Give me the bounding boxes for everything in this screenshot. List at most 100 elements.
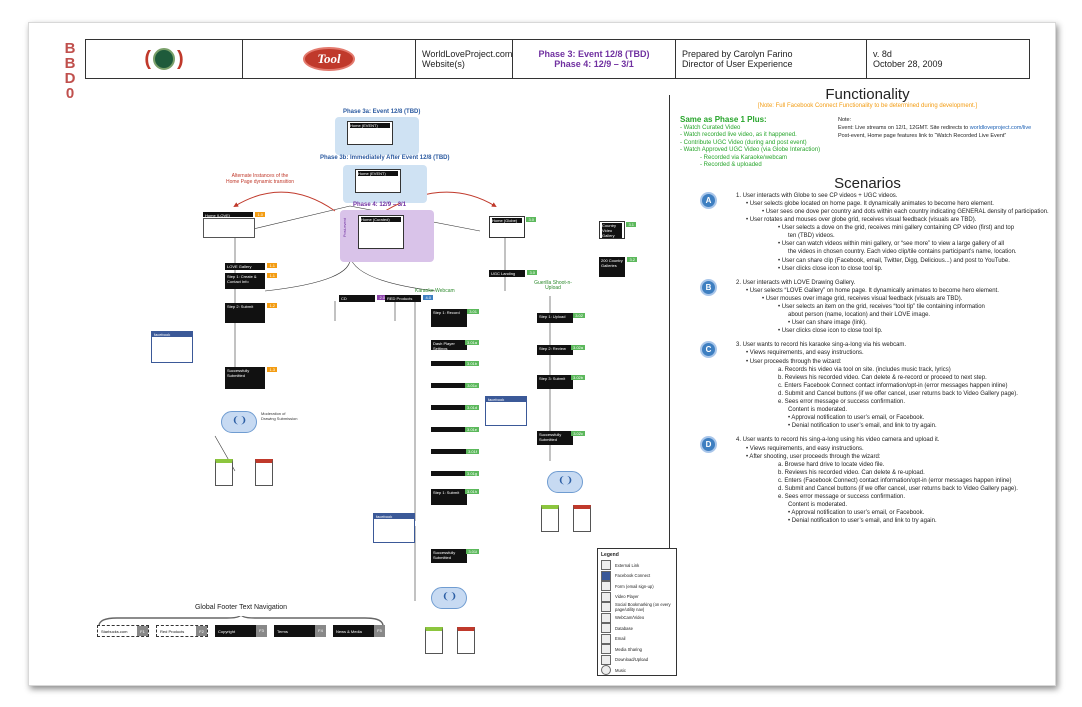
note-text: Event: Live streams on 12/1, 12GMT. Site…: [838, 125, 970, 132]
denied-card-icon: [255, 459, 273, 486]
node-title: Home (Globe): [492, 218, 522, 223]
version-cell: v. 8d October 28, 2009: [867, 40, 1029, 78]
dash-step-node[interactable]: 3.01g: [431, 471, 479, 476]
phase3-title: Phase 3: Event 12/8 (TBD): [538, 49, 650, 59]
home-event-node[interactable]: Home (EVENT): [347, 121, 393, 145]
event-note: Note: Event: Live streams on 12/1, 12GMT…: [838, 116, 1055, 170]
scenario-badge-icon: A: [700, 191, 717, 209]
scenario-line: • User rotates and mouses over globe gri…: [746, 217, 977, 224]
node-title: Home (Curated): [361, 217, 401, 222]
home-event-post-node[interactable]: Home (EVENT): [355, 169, 401, 193]
dash-step-node[interactable]: 3.01b: [431, 361, 479, 366]
legend-title: Legend: [601, 552, 619, 558]
scenario-line: d. Submit and Cancel buttons (if we offe…: [778, 485, 1018, 492]
approved-card-icon: [425, 627, 443, 654]
rd-paren-icon: ): [177, 47, 184, 70]
node-title: 200 Country Galleries: [601, 258, 623, 268]
home-globe-node[interactable]: Home (Globe)3.0: [489, 216, 536, 238]
side-code-letter: 0: [65, 85, 75, 102]
note-label: Note:: [838, 117, 852, 124]
function-sub-item: - Recorded & uploaded: [700, 162, 762, 169]
legend-item: Media Sharing: [601, 644, 673, 655]
facebook-label: facebook: [374, 514, 414, 519]
scenario-line: • User proceeds through the wizard:: [746, 358, 842, 365]
legend-label: Download/Upload: [615, 657, 649, 663]
dash-step-node[interactable]: 3.01d: [431, 405, 479, 410]
dash-step-node[interactable]: 3.01f: [431, 449, 479, 454]
approved-card-icon: [541, 505, 559, 532]
phase3a-box: Home (EVENT): [335, 117, 419, 155]
footer-link-label: Red Products: [160, 628, 185, 634]
scenario-line: • User clicks close icon to close tool t…: [778, 265, 883, 272]
scenario-line: Content is moderated.: [788, 407, 848, 414]
side-code-letter: B: [64, 55, 76, 72]
phase3b-label: Phase 3b: Immediately After Event 12/8 (…: [320, 155, 450, 161]
footer-nav-title: Global Footer Text Navigation: [194, 604, 288, 611]
dash-step-node[interactable]: 3.01e: [431, 427, 479, 432]
node-title: Home (EVENT): [358, 171, 398, 176]
footer-brace: [98, 616, 384, 627]
alt-instances-label: Alternate Instances of the Home Page dyn…: [225, 173, 295, 185]
dash-step-node[interactable]: 3.01c: [431, 383, 479, 388]
sitemap-diagram: Phase 3a: Event 12/8 (TBD) Home (EVENT) …: [85, 81, 677, 701]
media-sharing-icon: [601, 644, 611, 655]
version: v. 8d: [873, 49, 892, 59]
node-title: Step 2: Review: [539, 346, 566, 351]
home-love-node[interactable]: Home (LOVE)1.0: [203, 212, 265, 218]
scenario-line: c. Enters Facebook Connect contact infor…: [778, 382, 1008, 389]
functionality-column: Functionality [Note: Full Facebook Conne…: [680, 87, 1055, 531]
scenario-line: • Denial notification to user’s email, a…: [788, 423, 937, 430]
scenario-line: • User sees one dove per country and dot…: [762, 208, 1049, 215]
live-link[interactable]: worldloveproject.com/live: [969, 125, 1032, 132]
scenario-line: ten (TBD) videos.: [788, 233, 835, 240]
phase4-box: Post-event Home (Curated): [340, 210, 434, 262]
home-curated-node[interactable]: Home (Curated): [358, 215, 404, 249]
legend-label: Form (email sign-up): [615, 583, 654, 589]
side-code: B B D 0: [63, 41, 77, 101]
legend-item: Database: [601, 623, 673, 634]
legend-label: Facebook Connect: [615, 573, 651, 579]
scenario-line: • Views requirements, and easy instructi…: [746, 350, 864, 357]
footer-link-label: Starbucks.com: [101, 628, 128, 634]
legend-item: Email: [601, 633, 673, 645]
scenario-line: • User selects an item on the grid, rece…: [778, 304, 985, 310]
scenario-line: e. Sees error message or success confirm…: [778, 494, 906, 501]
node-title: Step 1: Upload: [539, 314, 566, 319]
scenario-line: e. Sees error message or success confirm…: [778, 399, 906, 406]
footer-link-label: Terms: [277, 628, 288, 634]
denied-card-icon: [573, 505, 591, 532]
node-title: Step 1: Submit: [433, 490, 460, 495]
node-title: CD: [341, 296, 347, 301]
footer-key: F5: [374, 625, 385, 637]
external-link-icon: [601, 560, 611, 571]
footer-link-label: Copyright: [218, 628, 236, 634]
legend-label: WebCam/Video: [615, 615, 645, 621]
karaoke-moderation-cloud-icon: [431, 587, 467, 609]
scenario-heading: 3. User wants to record his karaoke sing…: [736, 342, 907, 349]
phase4-title: Phase 4: 12/9 – 3/1: [554, 59, 634, 69]
legend-item: Video Player: [601, 591, 673, 603]
scenario-line: • Approval notification to user’s email,…: [788, 415, 925, 422]
